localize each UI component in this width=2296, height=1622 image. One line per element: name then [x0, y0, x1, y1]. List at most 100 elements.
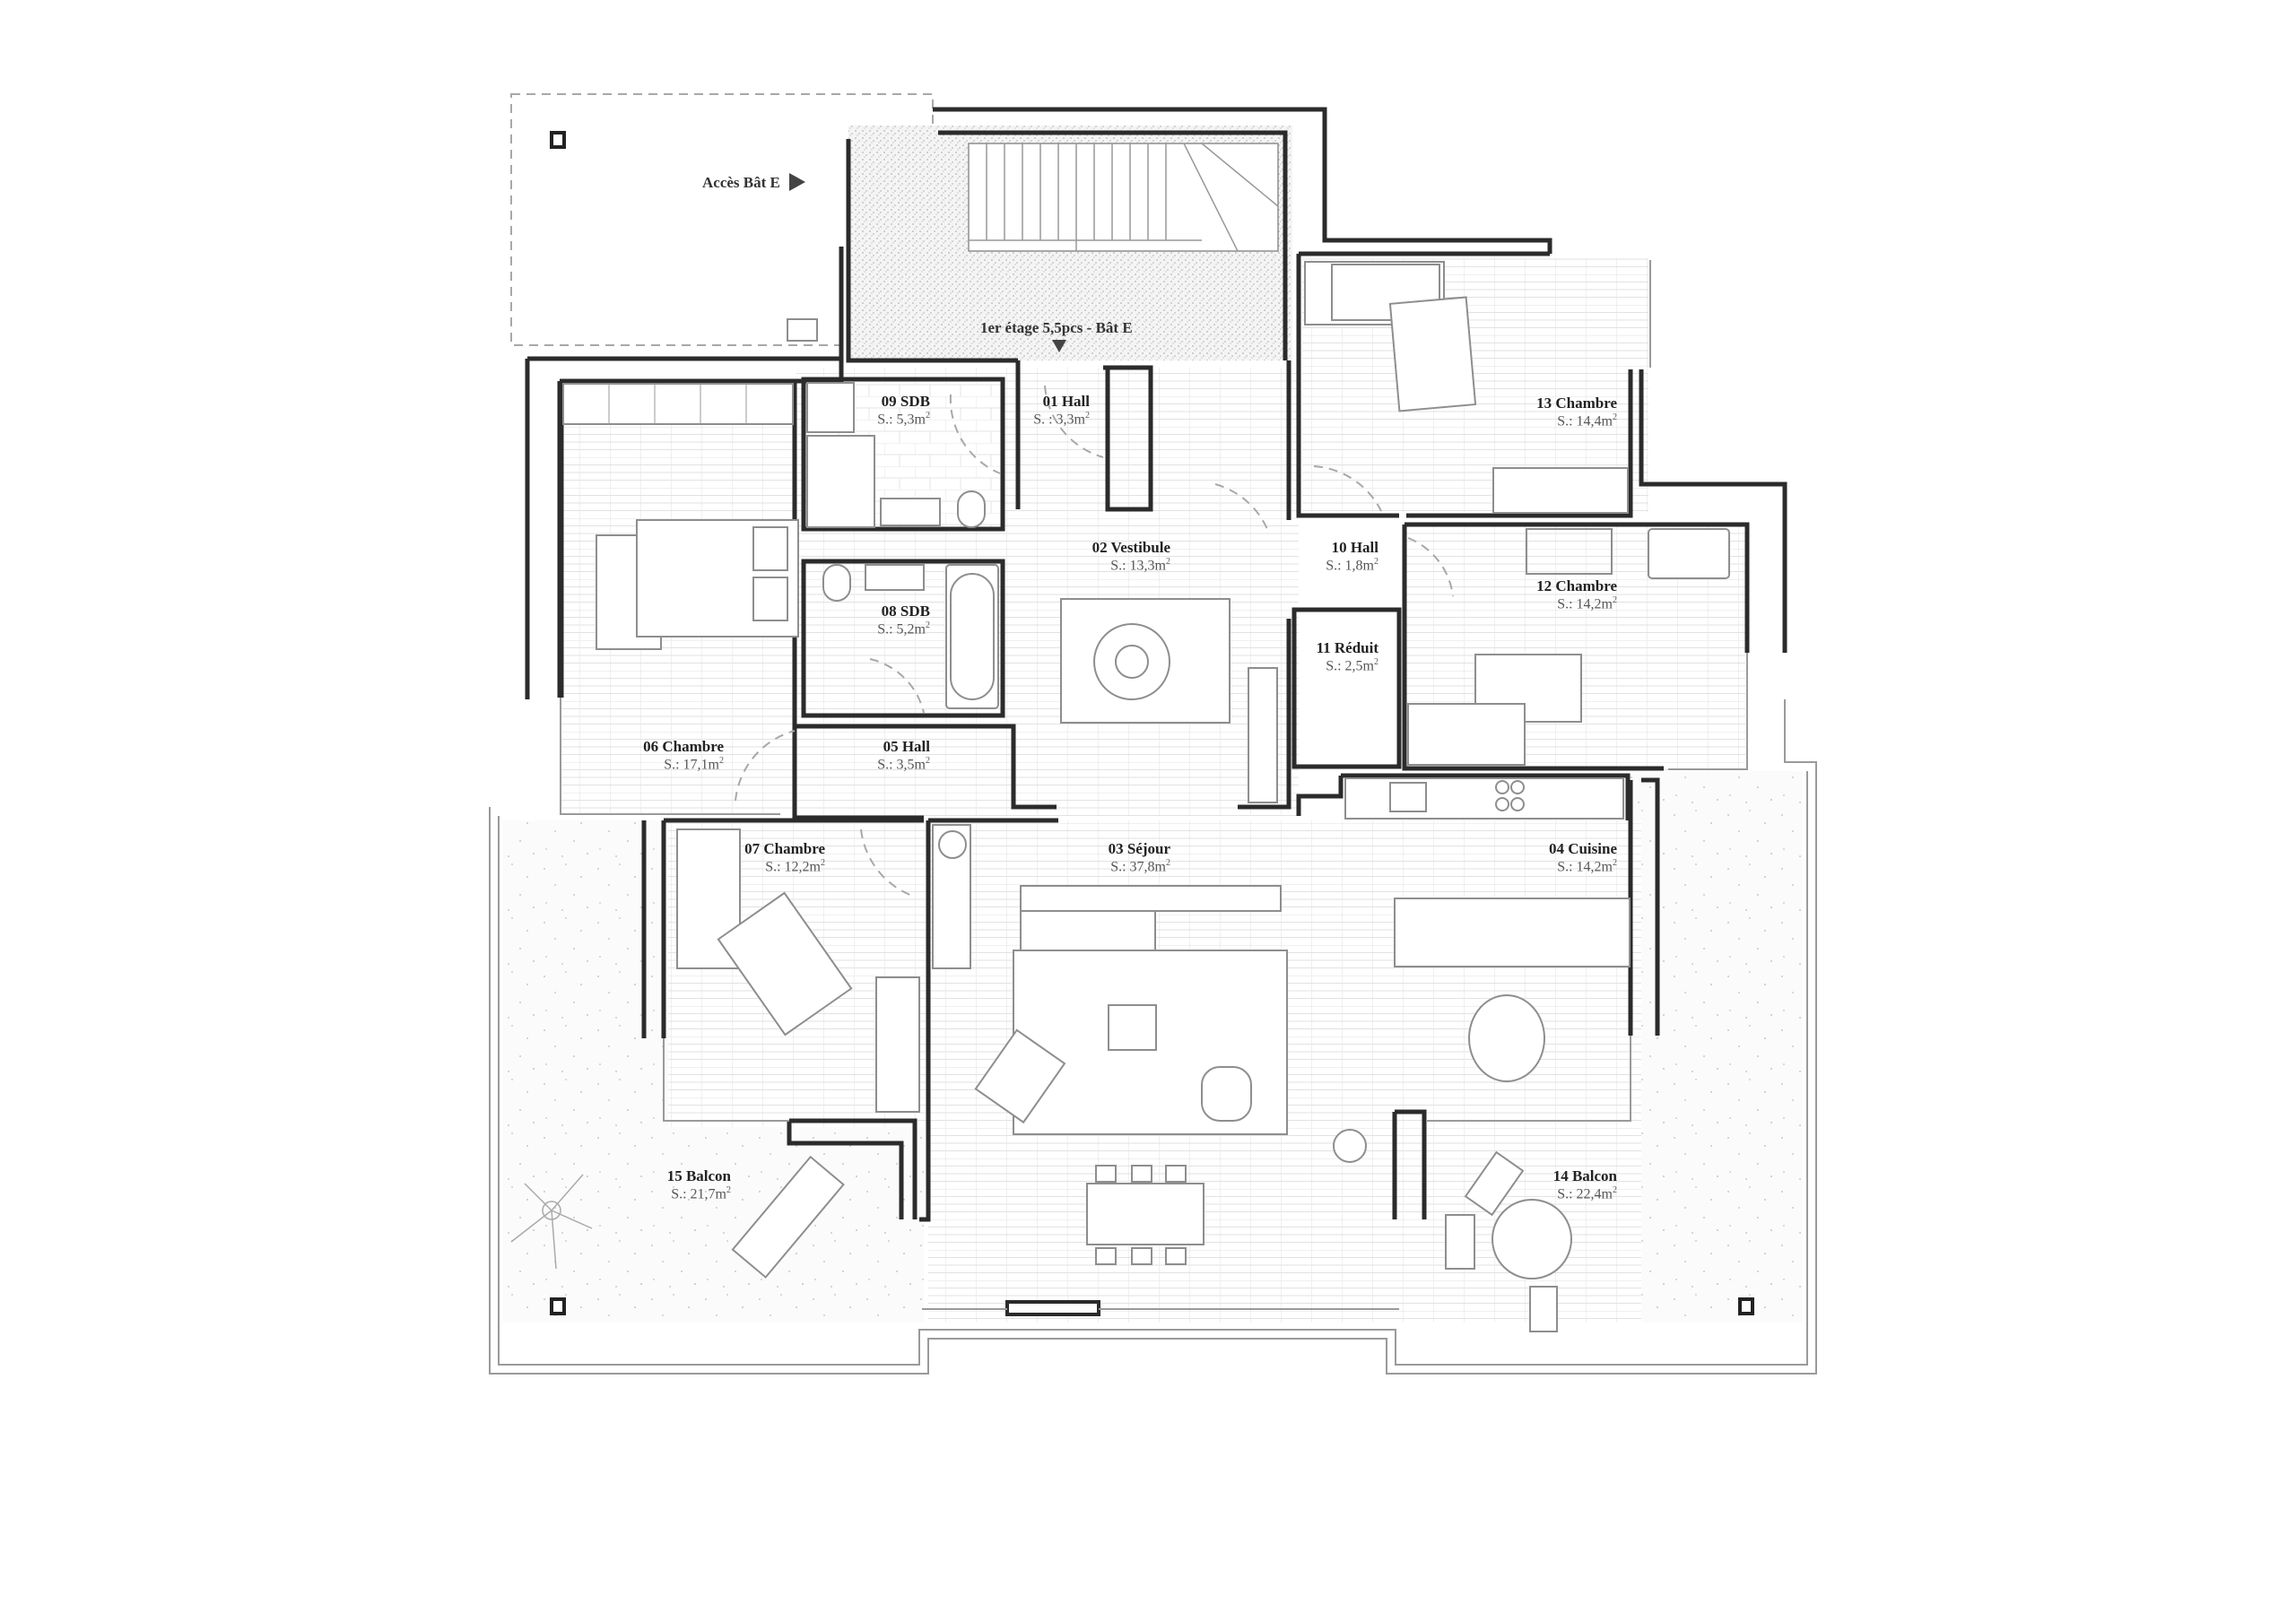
terrace-outline — [489, 699, 1817, 1375]
wall-12-chambre — [1402, 522, 1750, 771]
toilet-09 — [957, 490, 986, 528]
wall-sejour-east — [1392, 1109, 1427, 1219]
desk-12 — [1648, 528, 1730, 579]
room-name: 05 Hall — [883, 738, 930, 755]
wall-07-chambre — [641, 818, 924, 1219]
room-name: 09 SDB — [881, 393, 930, 410]
wall-corridor-east — [1238, 360, 1292, 810]
access-label: Accès Bât E — [702, 174, 780, 192]
toilet-08 — [822, 564, 851, 602]
room-name: 14 Balcon — [1552, 1167, 1617, 1184]
kitchen-counter — [1296, 773, 1631, 820]
room-area: S.: 1,8m2 — [1326, 556, 1378, 573]
pillar-icon — [550, 131, 566, 149]
sink-09 — [880, 498, 941, 526]
bed-13 — [1304, 261, 1477, 412]
room-name: 13 Chambre — [1536, 395, 1617, 412]
room-area: S.: 13,3m2 — [1110, 556, 1170, 573]
room-area: S.: 17,1m2 — [664, 755, 724, 772]
stair-core-wall — [933, 107, 1552, 254]
wardrobe-06 — [562, 383, 794, 425]
door-swings — [735, 385, 1454, 898]
balcony-table — [1492, 1199, 1572, 1279]
room-area: S.: 2,5m2 — [1326, 656, 1378, 673]
room-area: S.: 14,2m2 — [1557, 594, 1617, 612]
sun-lounger — [731, 1155, 845, 1279]
room-name: 11 Réduit — [1316, 639, 1378, 656]
room-area: S.: 12,2m2 — [765, 857, 825, 874]
room-name: 02 Vestibule — [1091, 539, 1170, 556]
coffee-table — [1108, 1004, 1157, 1051]
access-area — [510, 93, 934, 346]
armchair — [974, 1028, 1066, 1124]
wall-06-chambre — [559, 378, 797, 811]
rack-12 — [1526, 528, 1613, 575]
room-name: 08 SDB — [881, 603, 930, 620]
room-name: 06 Chambre — [643, 738, 724, 755]
room-area: S.: 5,3m2 — [877, 410, 930, 427]
room-name: 10 Hall — [1331, 539, 1378, 556]
south-window-wall — [1005, 1300, 1100, 1316]
floor-title-text: 1er étage 5,5pcs - Bât E — [980, 319, 1133, 336]
glazing — [560, 260, 1748, 1122]
shower-09 — [806, 382, 875, 528]
wardrobe-13 — [1492, 467, 1629, 514]
deck-chair-1 — [1464, 1150, 1525, 1217]
armchair-2 — [1201, 1066, 1252, 1122]
pillar-icon — [550, 1297, 566, 1315]
bed-12 — [1407, 654, 1582, 766]
kitchen-island — [1394, 898, 1631, 967]
room-area: S.: 14,2m2 — [1557, 857, 1617, 874]
floor-title: 1er étage 5,5pcs - Bât E — [980, 319, 1133, 337]
staircase — [968, 143, 1279, 252]
access-label-text: Accès Bât E — [702, 174, 780, 191]
bed-06 — [596, 519, 799, 650]
rug-vestibule — [1060, 598, 1231, 724]
triangle-right-icon — [789, 173, 805, 191]
room-area: S.: 5,2m2 — [877, 620, 930, 637]
wall-11-reduit — [1292, 607, 1402, 769]
floor-lamp — [1333, 1129, 1367, 1163]
turntable — [938, 830, 967, 859]
plant-icon — [510, 1174, 593, 1270]
room-area: S.: 21,7m2 — [671, 1184, 731, 1201]
room-area: S.: 14,4m2 — [1557, 412, 1617, 429]
room-area: S.: 22,4m2 — [1557, 1184, 1617, 1201]
room-area: S.: 37,8m2 — [1110, 857, 1170, 874]
sink-08 — [865, 564, 925, 591]
shoe-cabinet — [1248, 667, 1278, 803]
room-area: S.: 3,5m2 — [877, 755, 930, 772]
utility-box — [787, 318, 818, 342]
wardrobe-07 — [875, 976, 920, 1113]
room-name: 04 Cuisine — [1548, 840, 1617, 857]
dining-table — [1086, 1165, 1205, 1265]
bathtub-08 — [945, 564, 999, 709]
room-name: 07 Chambre — [744, 840, 825, 857]
wall-08-sdb — [801, 559, 1005, 718]
room-area: S. : 3,3m2 — [1033, 410, 1090, 427]
deck-chair-3 — [1529, 1286, 1558, 1332]
room-name: 15 Balcon — [666, 1167, 731, 1184]
kitchen-dining-table — [1468, 994, 1545, 1082]
rug-07 — [717, 891, 853, 1037]
wall-sejour-west — [919, 818, 1058, 1222]
room-name: 03 Séjour — [1108, 840, 1170, 857]
wall-13-chambre — [1296, 251, 1633, 518]
room-name: 12 Chambre — [1536, 577, 1617, 594]
deck-chair-2 — [1445, 1214, 1475, 1270]
wall-05-hall — [792, 724, 1057, 820]
